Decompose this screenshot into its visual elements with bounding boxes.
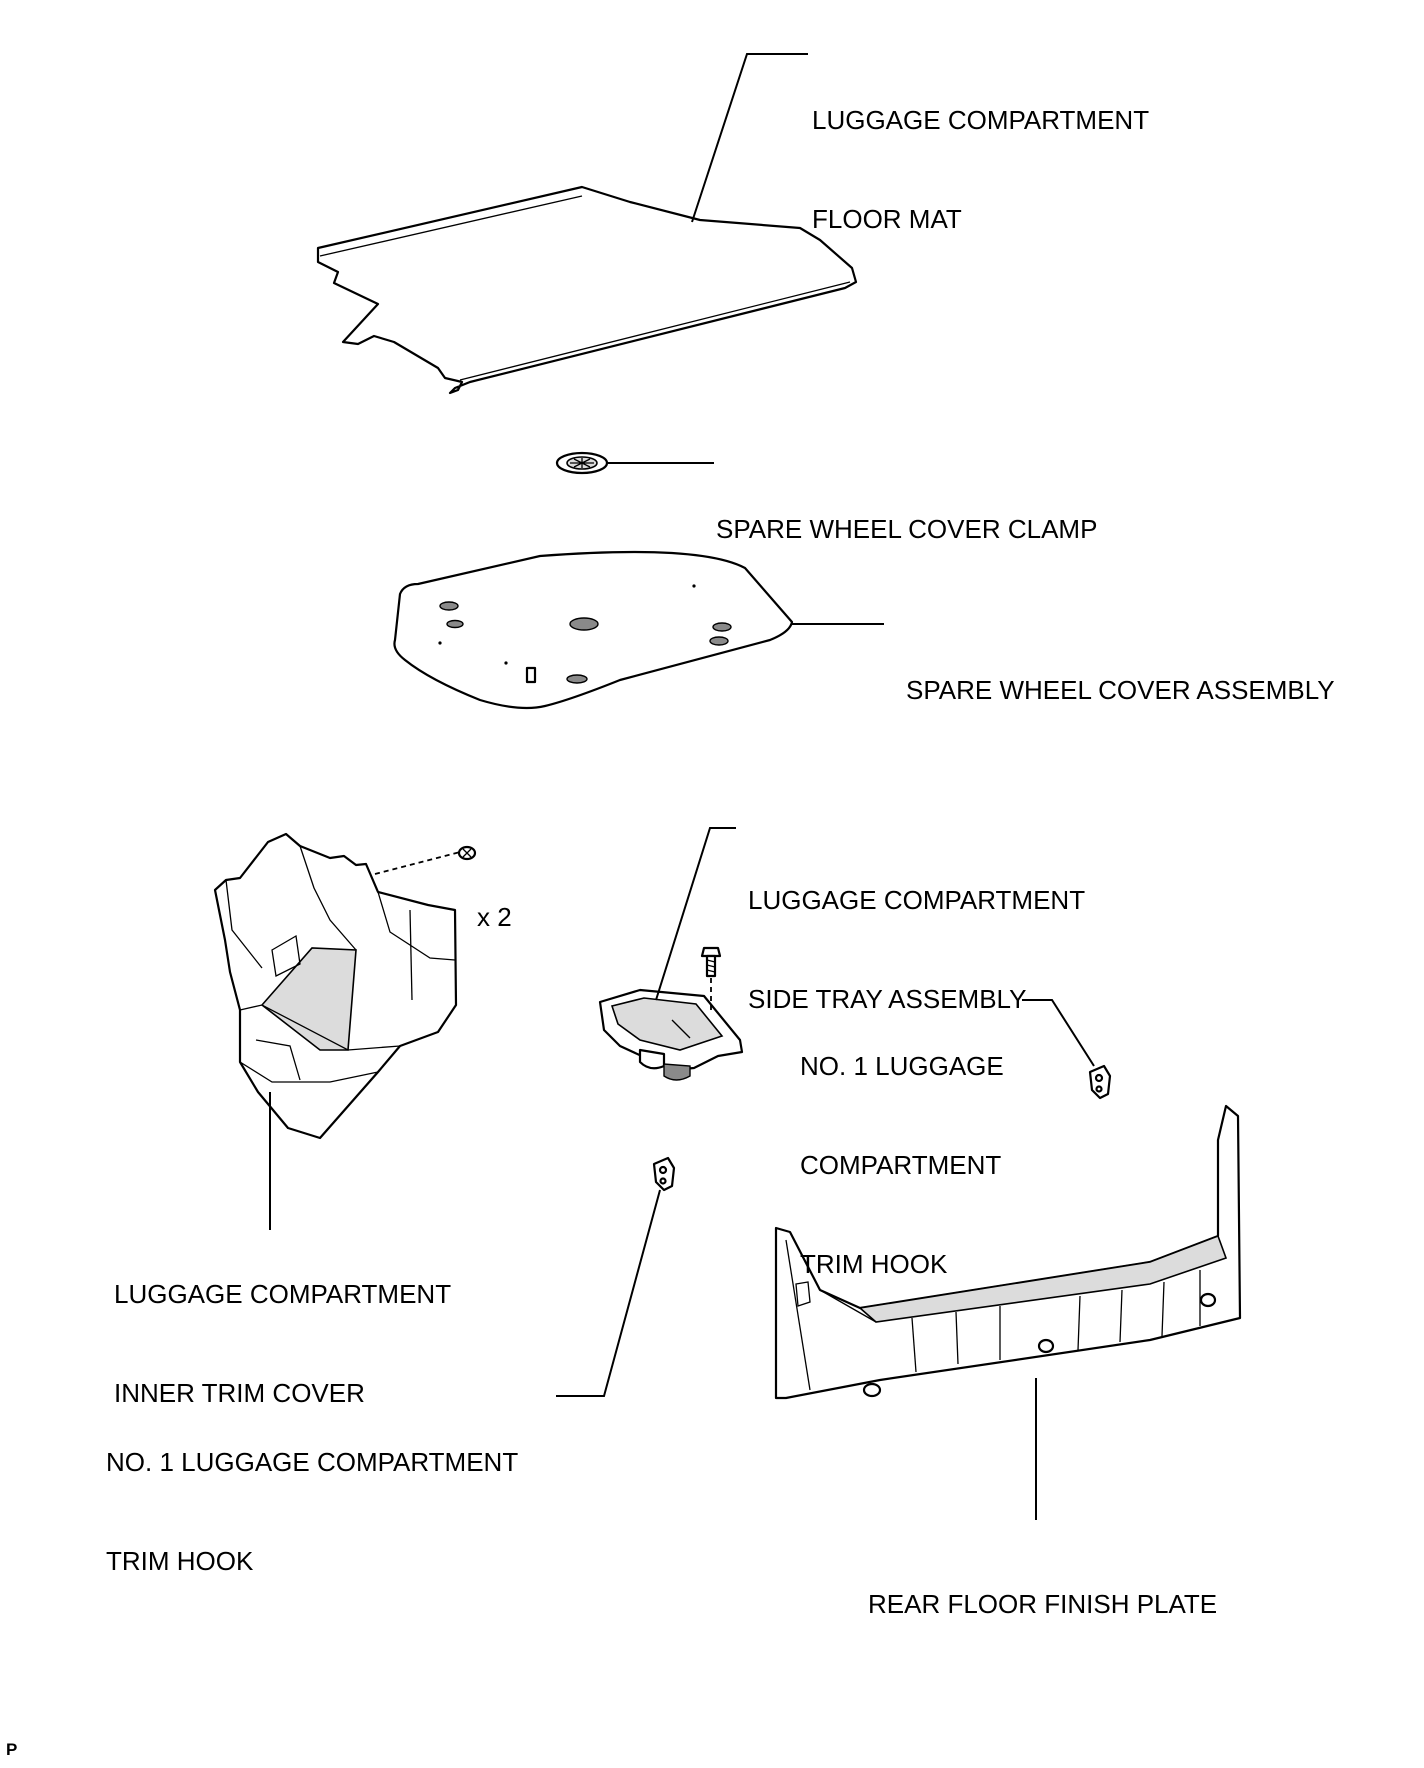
trim-hook-right-leader (1022, 999, 1095, 1067)
inner-trim-cover-label: LUGGAGE COMPARTMENT INNER TRIM COVER (114, 1279, 452, 1408)
cover-clamp-label: SPARE WHEEL COVER CLAMP (716, 514, 1098, 544)
trim-hook-left-part (652, 1156, 676, 1192)
screw-guide-line (374, 851, 461, 875)
side-tray-leader (655, 827, 736, 1001)
cover-clamp-part (555, 451, 609, 475)
floor-mat-leader (691, 53, 808, 223)
trim-hook-left-leader (556, 1189, 661, 1397)
rear-floor-plate-part (774, 1104, 1242, 1400)
trim-hook-right-label: NO. 1 LUGGAGE COMPARTMENT TRIM HOOK (800, 1051, 1004, 1279)
bolt-part (700, 946, 722, 978)
cover-assembly-part (393, 550, 794, 710)
floor-mat-part (316, 185, 858, 395)
rear-floor-plate-label: REAR FLOOR FINISH PLATE (868, 1589, 1218, 1619)
inner-trim-cover-part (213, 832, 458, 1140)
screw-part (457, 845, 477, 861)
cover-assembly-label: SPARE WHEEL COVER ASSEMBLY (906, 675, 1335, 705)
screw-quantity-label: x 2 (477, 902, 512, 932)
corner-mark: P (6, 1740, 18, 1759)
side-tray-label: LUGGAGE COMPARTMENT SIDE TRAY ASSEMBLY (748, 885, 1086, 1014)
floor-mat-label: LUGGAGE COMPARTMENT FLOOR MAT (812, 105, 1150, 234)
trim-hook-right-part (1088, 1064, 1112, 1100)
side-tray-part (598, 988, 744, 1081)
trim-hook-left-label: NO. 1 LUGGAGE COMPARTMENT TRIM HOOK (106, 1447, 519, 1576)
